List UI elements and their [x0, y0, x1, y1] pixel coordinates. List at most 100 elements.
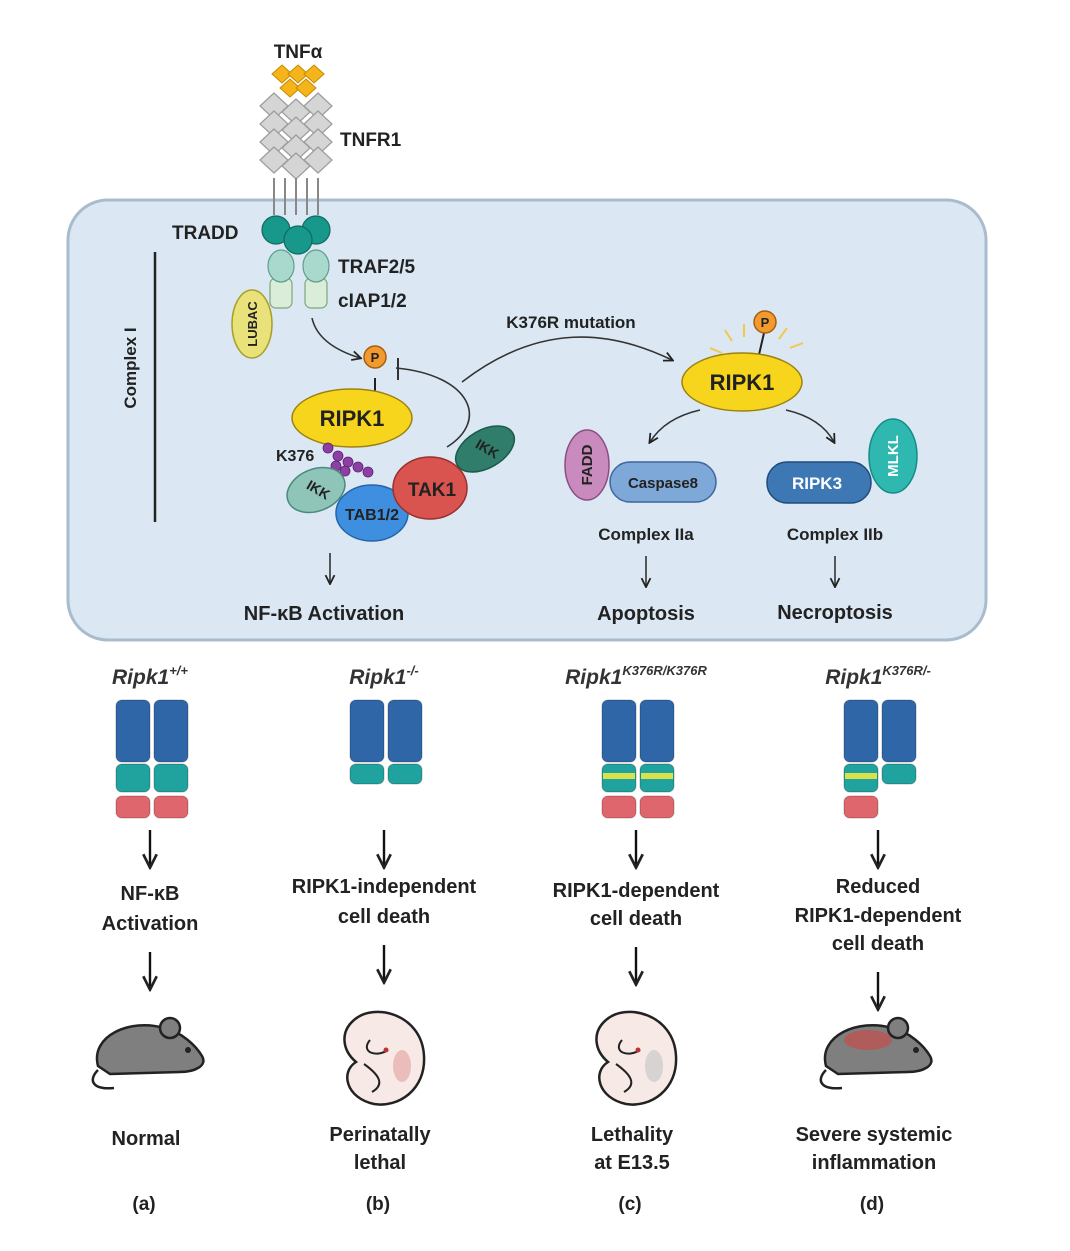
- mouse-icon: [91, 1016, 205, 1090]
- death-domain: [115, 699, 151, 763]
- cellular-outcome-line: NF-κB: [121, 883, 180, 905]
- traf-protein: [267, 249, 295, 283]
- phospho-label-2: P: [761, 315, 770, 330]
- ripk3-label: RIPK3: [792, 474, 842, 493]
- mutation-arrow: [461, 336, 672, 383]
- lubac-label: LUBAC: [245, 301, 260, 347]
- phenotype-line: Perinatally: [329, 1124, 431, 1146]
- kinase-domain: [639, 795, 675, 819]
- phenotype-line: lethal: [354, 1152, 406, 1174]
- tnfr1-domain: [281, 152, 311, 180]
- tab12-label: TAB1/2: [345, 507, 399, 524]
- ripk1-complex-i: [291, 388, 413, 448]
- gene-name: Ripk1: [349, 666, 406, 689]
- genotype-superscript: K376R/K376R: [622, 663, 707, 678]
- caspase8-label: Caspase8: [628, 475, 698, 492]
- panel-letter: (b): [366, 1194, 390, 1215]
- intermediate-domain: [387, 763, 423, 785]
- activation-arrow: [311, 317, 360, 358]
- gene-name: Ripk1: [825, 666, 882, 689]
- tak1-protein: [392, 456, 468, 520]
- cellular-outcome-line: cell death: [338, 906, 430, 928]
- genotype-superscript: K376R/-: [882, 663, 930, 678]
- apoptosis-label: Apoptosis: [597, 603, 695, 625]
- tnfr1-receptor: [259, 92, 333, 180]
- ikk-protein-left: [286, 466, 346, 514]
- tradd-complex: [261, 215, 331, 309]
- cellular-outcome-line: RIPK1-independent: [292, 876, 477, 898]
- lubac-protein: [231, 289, 273, 359]
- cell-membrane: [66, 198, 988, 642]
- ripk1-complex-ii: [681, 352, 803, 412]
- kinase-domain: [843, 795, 879, 819]
- mlkl-label: MLKL: [885, 435, 902, 477]
- phenotype-line: Severe systemic: [796, 1124, 953, 1146]
- death-domain: [639, 699, 675, 763]
- caspase8-protein: [609, 461, 717, 503]
- phospho-label-1: P: [371, 350, 380, 365]
- kinase-domain: [153, 795, 189, 819]
- death-domain: [387, 699, 423, 763]
- embryo-icon: [595, 1010, 678, 1106]
- complex-iib-label: Complex IIb: [787, 525, 883, 544]
- complex-iia-label: Complex IIa: [598, 525, 694, 544]
- ubiquitin-unit: [342, 456, 354, 468]
- intermediate-domain: [349, 763, 385, 785]
- k376r-mutation-band: [641, 773, 673, 779]
- panel-letter: (a): [132, 1194, 155, 1215]
- mouse-icon: [819, 1016, 933, 1090]
- k376r-mutation-band: [845, 773, 877, 779]
- intermediate-domain: [153, 763, 189, 793]
- embryo-icon: [343, 1010, 426, 1106]
- tnfa-trimer-unit: [295, 78, 317, 98]
- kinase-domain: [601, 795, 637, 819]
- tnfa-ligand: [271, 64, 325, 98]
- ripk1-label-1: RIPK1: [320, 406, 385, 431]
- death-domain: [601, 699, 637, 763]
- ikk-protein-right: [454, 425, 516, 473]
- ripk3-protein: [766, 461, 872, 504]
- fadd-protein: [564, 429, 610, 501]
- ubiquitin-unit: [362, 466, 374, 478]
- ubiquitin-unit: [339, 465, 351, 477]
- tnfr1-label: TNFR1: [340, 130, 402, 151]
- traf-label: TRAF2/5: [338, 257, 416, 278]
- gene-name: Ripk1: [565, 666, 622, 689]
- genotype-title: Ripk1K376R/K376R: [565, 663, 707, 689]
- necroptosis-branch-arrow: [785, 409, 834, 442]
- phenotype-line: Lethality: [591, 1124, 674, 1146]
- ubiquitin-chain: [322, 442, 374, 478]
- complex-i-label: Complex I: [121, 327, 140, 408]
- intermediate-domain: [881, 763, 917, 785]
- tnfa-trimer-unit: [303, 64, 325, 84]
- k376-label: K376: [276, 448, 314, 465]
- nfkb-activation-label: NF-κB Activation: [244, 603, 404, 625]
- tradd-protein: [283, 225, 313, 255]
- phenotype-line: inflammation: [812, 1152, 936, 1174]
- cellular-outcome-line: Activation: [102, 913, 199, 935]
- receptor-stalks: [273, 178, 319, 215]
- necroptosis-label: Necroptosis: [777, 602, 893, 624]
- traf-protein: [302, 249, 330, 283]
- cellular-outcome-line: cell death: [590, 908, 682, 930]
- death-domain: [843, 699, 879, 763]
- ubiquitin-unit: [332, 450, 344, 462]
- kinase-domain: [115, 795, 151, 819]
- death-domain: [881, 699, 917, 763]
- cellular-outcome-line: cell death: [832, 933, 924, 955]
- mlkl-protein: [868, 418, 918, 494]
- genotype-panels: Ripk1+/+NF-κBActivationNormal(a)Ripk1-/-…: [91, 663, 962, 1215]
- ripk1-label-2: RIPK1: [710, 370, 775, 395]
- ubiquitin-unit: [352, 461, 364, 473]
- intermediate-domain: [115, 763, 151, 793]
- genotype-title: Ripk1+/+: [112, 663, 188, 689]
- genotype-superscript: -/-: [406, 663, 418, 678]
- tnfa-label: TNFα: [274, 42, 323, 63]
- ciap-label: cIAP1/2: [338, 291, 407, 312]
- genotype-title: Ripk1-/-: [349, 663, 418, 689]
- tnfr1-domain: [259, 146, 289, 174]
- apoptosis-branch-arrow: [650, 409, 701, 442]
